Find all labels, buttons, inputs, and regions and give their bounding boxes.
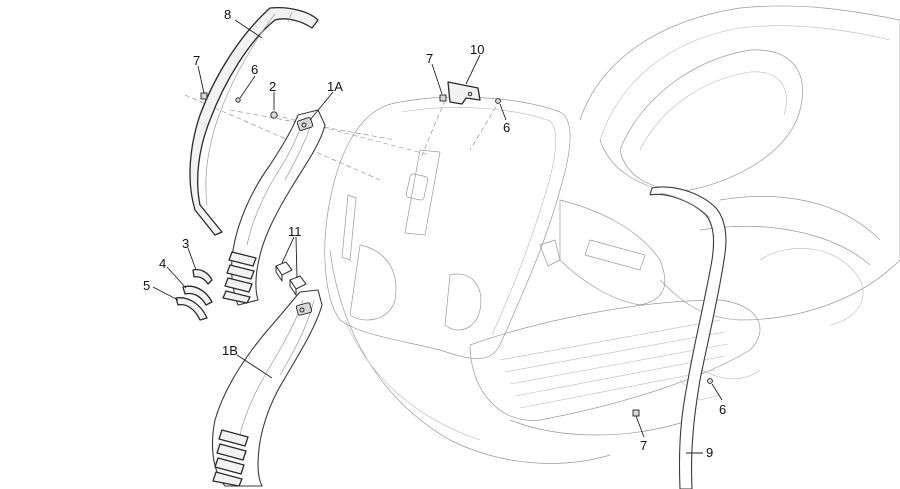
badge-slot: [405, 173, 429, 201]
right-lower-opening: [444, 273, 482, 331]
rear-body-outline: [579, 5, 900, 321]
callout-6-top-left: 6: [251, 62, 258, 77]
floor-side-rail: [509, 419, 691, 436]
callout-5: 5: [143, 278, 150, 293]
floorboard-ribs: [499, 319, 729, 409]
leg-shield-lower-curve: [329, 249, 611, 464]
callout-4: 4: [159, 256, 166, 271]
leg-shield-lower-curve-2: [344, 319, 481, 441]
scooter-frame-drawing: [324, 5, 900, 464]
left-vent: [341, 194, 357, 261]
part-5-trim-clip: [175, 297, 208, 321]
glovebox-slot: [584, 239, 646, 271]
callout-9: 9: [706, 445, 713, 460]
callout-11: 11: [288, 224, 302, 239]
callout-6-bottom-right: 6: [719, 402, 726, 417]
part-1b-side-moulding: [211, 289, 323, 487]
part-8-upper-trim-strip: [189, 6, 319, 236]
callout-7-bottom: 7: [640, 438, 647, 453]
tunnel-body: [559, 199, 666, 306]
callout-10: 10: [470, 42, 484, 57]
screw-6-bottom-right-icon: [707, 378, 713, 384]
screw-6-mid-icon: [495, 98, 501, 104]
nut-2-icon: [270, 111, 278, 119]
leader-lines: [152, 19, 723, 454]
center-hook: [539, 239, 561, 267]
part-3-trim-clip: [192, 268, 213, 285]
horn-grille-slot: [404, 149, 441, 236]
fasteners: [200, 92, 713, 417]
callout-3: 3: [182, 236, 189, 251]
storage-cavity-inner: [639, 71, 787, 151]
callout-6-mid: 6: [503, 120, 510, 135]
part-9-side-trim-strip: [649, 186, 727, 489]
clip-7-top-left-icon: [200, 92, 208, 100]
part-10-bracket: [447, 81, 481, 105]
callout-7-top-left: 7: [193, 53, 200, 68]
leg-shield-outline: [324, 96, 571, 359]
center-lower-opening: [349, 244, 397, 321]
part-11-rubber-blocks: [275, 261, 307, 296]
rear-body-inner: [599, 25, 891, 141]
callout-labels: 8 7 6 2 1A 7 10 6 3 4 5 11 1B 6 7 9: [143, 7, 726, 460]
floorboard: [469, 299, 761, 421]
rear-wheel-arch: [759, 248, 864, 326]
clip-7-top-mid-icon: [439, 94, 447, 102]
frame-edge-bead: [599, 139, 691, 196]
leg-shield-inner: [401, 107, 556, 336]
screw-6-top-left-icon: [235, 97, 241, 103]
storage-cavity: [619, 49, 803, 191]
callout-2: 2: [269, 79, 276, 94]
clip-7-bottom-icon: [632, 409, 640, 417]
callout-1b: 1B: [222, 343, 238, 358]
callout-1a: 1A: [327, 79, 343, 94]
callout-7-top-mid: 7: [426, 51, 433, 66]
callout-8: 8: [224, 7, 231, 22]
part-4-trim-clip: [182, 285, 213, 306]
side-panel-curve: [699, 196, 881, 266]
assembly-guide-lines: [184, 94, 501, 181]
part-1a-side-moulding: [222, 109, 326, 306]
